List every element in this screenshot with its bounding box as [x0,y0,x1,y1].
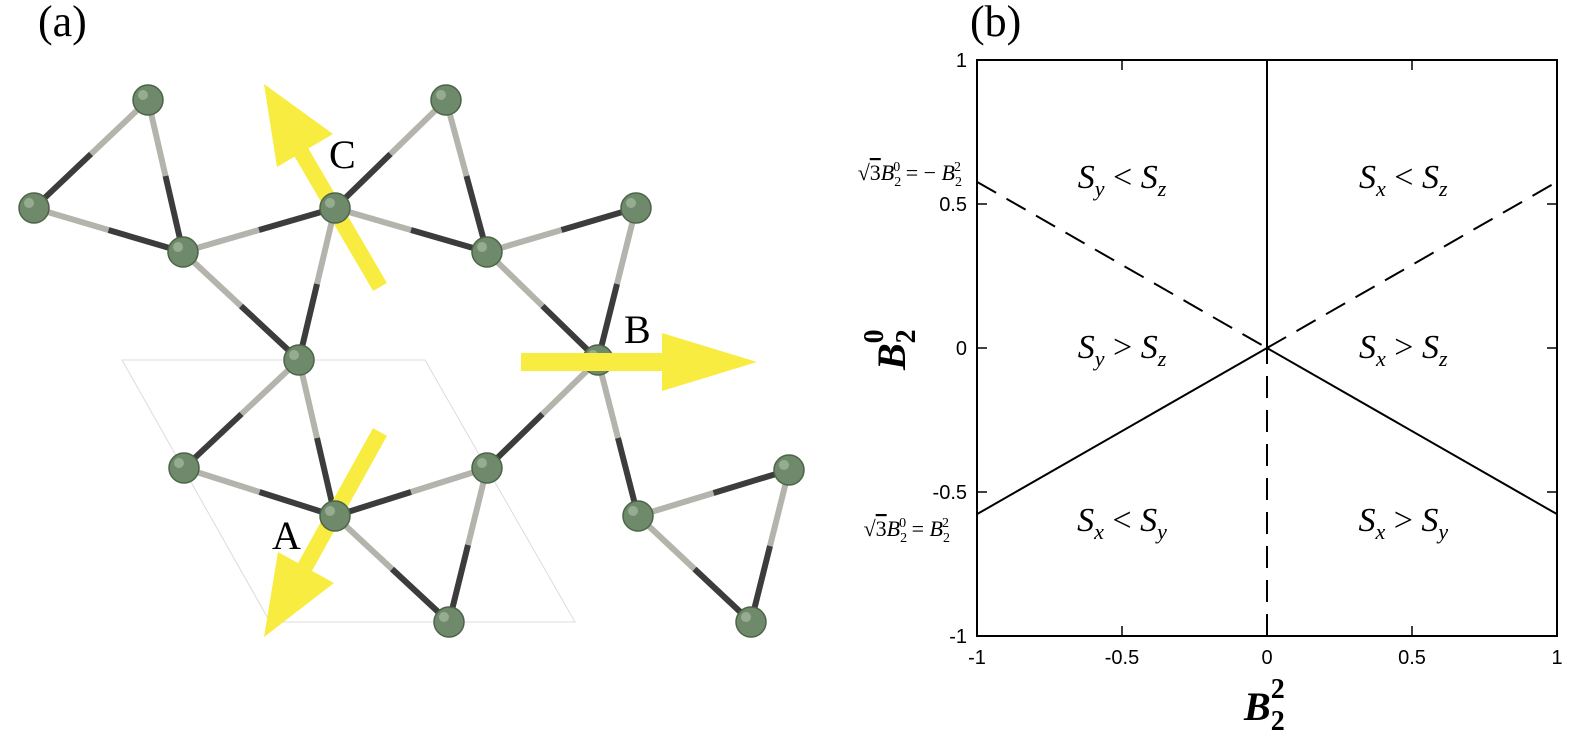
atom [773,454,805,486]
atom-highlight [325,506,335,516]
atom [620,192,652,224]
atom [132,84,164,116]
atom-highlight [741,612,751,622]
atom [735,606,767,638]
lower-left-boundary [976,347,1268,516]
atom [471,452,503,484]
atom-highlight [289,350,299,360]
arrow-c-label: C [329,132,356,177]
upper-left-boundary [976,180,1268,349]
region-label: Sx > Sz [1359,329,1448,371]
x-tick-label: -0.5 [1105,647,1139,669]
arrow-b-label: B [624,307,651,352]
y-axis-label: B20 [859,329,922,371]
atom-highlight [138,90,148,100]
atom-highlight [626,198,636,208]
lower-right-boundary [1266,347,1558,516]
atoms [18,84,805,638]
atom-highlight [325,198,335,208]
arrow-b-head [662,333,757,391]
atom-highlight [779,460,789,470]
atom [430,84,462,116]
arrow-a [264,428,387,637]
y-tick-label: -0.5 [933,482,967,504]
y-tick-label: -1 [949,626,967,648]
atom-highlight [477,458,487,468]
panel-a-label: (a) [38,0,87,46]
atom [319,192,351,224]
arrow-c-head [264,84,333,167]
atom-highlight [439,612,449,622]
atom [433,606,465,638]
panel-a: (a) C B A [18,0,805,638]
atom-highlight [628,506,638,516]
atom-highlight [174,458,184,468]
x-axis-label: B22 [1243,674,1285,736]
panel-b-label: (b) [970,0,1021,46]
arrow-a-head [264,552,334,637]
region-label: Sy > Sz [1078,329,1167,371]
atom-highlight [24,198,34,208]
y-tick-label: 1 [956,50,967,72]
x-tick-label: 0.5 [1398,647,1426,669]
x-tick-label: -1 [968,647,986,669]
region-label: Sx < Sz [1359,159,1448,201]
atom [167,236,199,268]
atom [168,452,200,484]
atom-highlight [436,90,446,100]
atom-highlight [477,242,487,252]
upper-boundary-equation: √3B20 = − B22 [858,160,962,190]
x-tick-label: 0 [1261,647,1272,669]
y-tick-label: 0.5 [939,194,967,216]
atom [283,344,315,376]
region-label: Sx < Sy [1077,502,1167,544]
unit-cell-outline [121,359,576,623]
atom [622,500,654,532]
arrow-a-label: A [272,513,301,558]
atom [18,192,50,224]
arrow-b [521,333,757,391]
upper-right-boundary [1266,180,1558,349]
atom-highlight [173,242,183,252]
lower-boundary-equation: √3B20 = B22 [864,516,950,546]
panel-b: (b) -1 -0.5 0 0.5 1 1 0.5 0 -0.5 -1 Sy < Sz Sx < Sz… [858,0,1563,736]
region-label: Sy < Sz [1078,159,1167,201]
phase-diagram: -1 -0.5 0 0.5 1 1 0.5 0 -0.5 -1 Sy < Sz Sx < Sz Sy >… [933,50,1563,669]
y-tick-label: 0 [956,338,967,360]
x-tick-label: 1 [1551,647,1562,669]
y-axis-label-group: B20 [859,329,922,371]
atom [471,236,503,268]
region-label: Sx > Sy [1358,502,1448,544]
atom [319,500,351,532]
arrow-a-shaft [298,428,387,571]
